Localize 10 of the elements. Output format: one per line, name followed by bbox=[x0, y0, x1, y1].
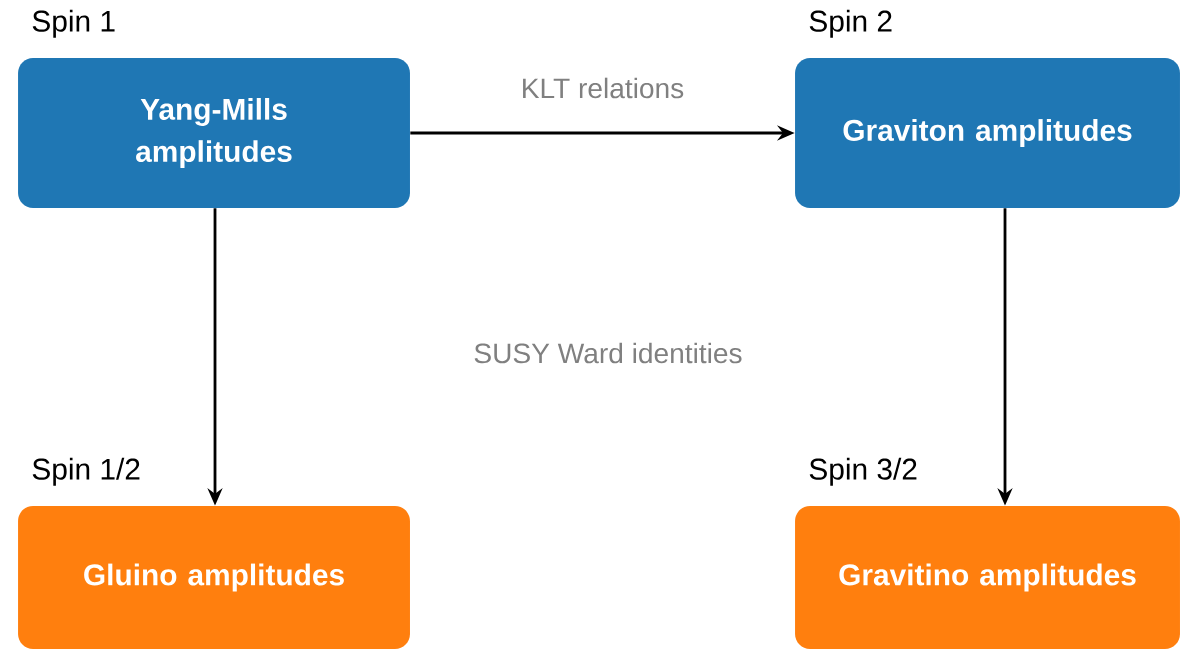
process-box: Graviton amplitudes bbox=[795, 58, 1180, 208]
process-box: Gluino amplitudes bbox=[18, 506, 410, 649]
process-box: Gravitino amplitudes bbox=[795, 506, 1180, 649]
edge-label: KLT relations bbox=[523, 77, 684, 99]
process-box: Yang-Mills amplitudes bbox=[18, 58, 410, 208]
heading: Spin 1/2 bbox=[32, 457, 140, 486]
heading: Spin 3/2 bbox=[809, 457, 917, 486]
annotation: SUSY Ward identities bbox=[474, 342, 742, 364]
heading: Spin 2 bbox=[809, 9, 892, 38]
heading: Spin 1 bbox=[32, 9, 115, 38]
